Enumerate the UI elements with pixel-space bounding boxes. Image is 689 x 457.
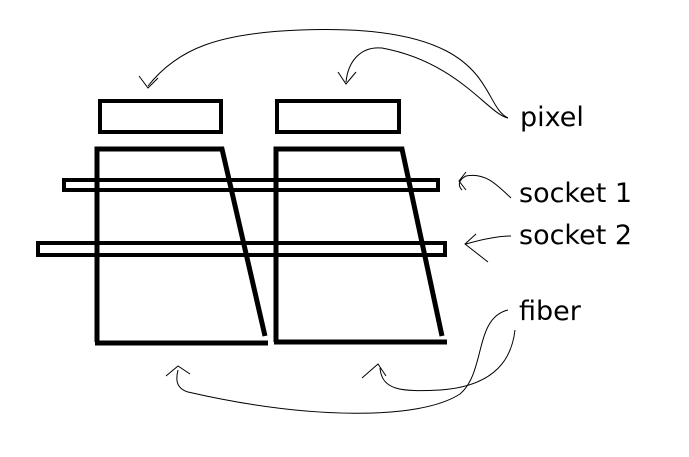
pixel-left <box>98 99 223 134</box>
socket-1-arrow-head <box>458 171 467 191</box>
fiber-arrow-right <box>379 329 516 392</box>
socket-2-arrow <box>465 235 512 245</box>
socket-1-arrow <box>458 174 512 199</box>
pixel-arrow-right <box>345 47 509 119</box>
fiber-arrow-left <box>176 309 509 414</box>
label-fiber: fiber <box>519 296 581 327</box>
pixel-arrow-right-head <box>337 71 357 85</box>
label-pixel: pixel <box>520 102 584 133</box>
socket-2-bar <box>36 241 447 257</box>
socket-1-bar <box>62 178 440 192</box>
label-socket-2: socket 2 <box>519 220 633 251</box>
pixel-arrow-left-head <box>138 75 159 89</box>
label-socket-1: socket 1 <box>519 178 633 209</box>
fiber-left <box>94 146 268 342</box>
pixel-right <box>275 99 401 134</box>
socket-2-arrow-head <box>464 233 489 263</box>
fiber-right <box>273 146 445 342</box>
fiber-arrow-left-head <box>165 365 191 377</box>
pixel-arrow-left <box>147 28 509 119</box>
fiber-arrow-right-head <box>361 363 387 379</box>
